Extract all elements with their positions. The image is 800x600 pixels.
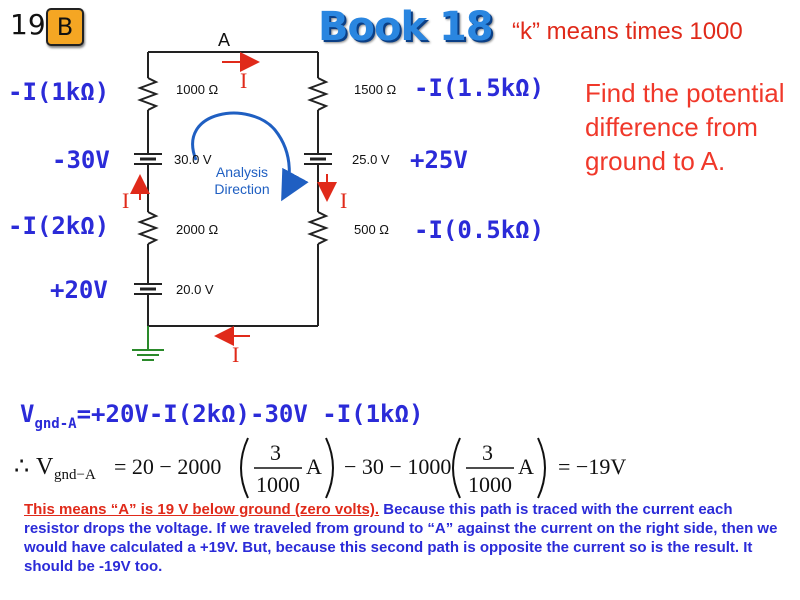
page-number: 19 — [10, 8, 46, 41]
therefore-symbol: ∴ — [14, 454, 29, 480]
circuit-diagram — [130, 51, 337, 361]
ground-symbol — [132, 326, 164, 361]
eq2-den-2: 1000 — [468, 472, 512, 497]
explanation-text: This means “A” is 19 V below ground (zer… — [24, 500, 784, 576]
explanation-emphasis: This means “A” is 19 V below ground (zer… — [24, 501, 380, 518]
analysis-label-line1: Analysis — [215, 164, 269, 180]
drop-label-b30: -30V — [52, 146, 110, 174]
eq2-result: = −19V — [558, 454, 626, 479]
node-a-label: A — [218, 30, 231, 50]
drop-label-b20: +20V — [50, 276, 108, 304]
eq2-unit-1: A — [306, 454, 322, 479]
resistor-1000-label: 1000 Ω — [176, 82, 219, 97]
resistor-500-symbol — [307, 211, 329, 245]
drop-label-r1-5k: -I(1.5kΩ) — [414, 74, 545, 102]
book-title: Book 18 — [318, 4, 494, 50]
battery-25v-label: 25.0 V — [352, 152, 390, 167]
battery-25v-symbol — [304, 153, 332, 165]
battery-30v-label: 30.0 V — [174, 152, 212, 167]
resistor-2000-label: 2000 Ω — [176, 222, 219, 237]
question-text: Find the potential difference from groun… — [585, 78, 785, 176]
analysis-direction-arrow — [191, 111, 309, 202]
eq2-num-1: 3 — [270, 440, 281, 465]
analysis-direction-label: Analysis Direction — [204, 164, 280, 198]
eq2-unit-2: A — [518, 454, 534, 479]
battery-30v-symbol — [134, 153, 162, 165]
current-label-left: I — [122, 188, 130, 213]
resistor-1000-symbol — [137, 77, 159, 111]
current-label-top: I — [240, 68, 248, 93]
eq2-part2: − 30 − 1000 — [344, 454, 451, 479]
drop-label-r1k: -I(1kΩ) — [8, 78, 110, 106]
resistor-1500-symbol — [307, 77, 329, 111]
eq2-v: V — [36, 454, 54, 480]
resistor-500-label: 500 Ω — [354, 222, 390, 237]
subtitle: “k” means times 1000 — [512, 18, 743, 45]
battery-20v-symbol — [134, 283, 162, 295]
numeric-equation: ∴ V gnd−A = 20 − 2000 3 1000 A − 30 − 10… — [14, 437, 626, 499]
eq1-subscript: gnd-A — [34, 415, 77, 432]
current-label-right: I — [340, 188, 348, 213]
section-badge: B — [46, 8, 84, 46]
resistor-1500-label: 1500 Ω — [354, 82, 397, 97]
eq2-num-2: 3 — [482, 440, 493, 465]
eq2-part1: = 20 − 2000 — [114, 454, 221, 479]
explanation-body: Because this path is traced with the cur… — [24, 501, 778, 575]
eq1-v: V — [20, 400, 35, 428]
symbolic-equation: Vgnd-A=+20V-I(2kΩ)-30V -I(1kΩ) — [20, 400, 423, 432]
current-label-bottom: I — [232, 342, 240, 367]
eq2-den-1: 1000 — [256, 472, 300, 497]
eq1-rhs: =+20V-I(2kΩ)-30V -I(1kΩ) — [76, 400, 424, 428]
battery-20v-label: 20.0 V — [176, 282, 214, 297]
resistor-2000-symbol — [137, 211, 159, 245]
drop-label-r2k: -I(2kΩ) — [8, 212, 110, 240]
drop-label-b25: +25V — [410, 146, 468, 174]
analysis-label-line2: Direction — [214, 181, 270, 197]
eq2-subscript: gnd−A — [54, 467, 96, 483]
drop-label-r0-5k: -I(0.5kΩ) — [414, 216, 545, 244]
